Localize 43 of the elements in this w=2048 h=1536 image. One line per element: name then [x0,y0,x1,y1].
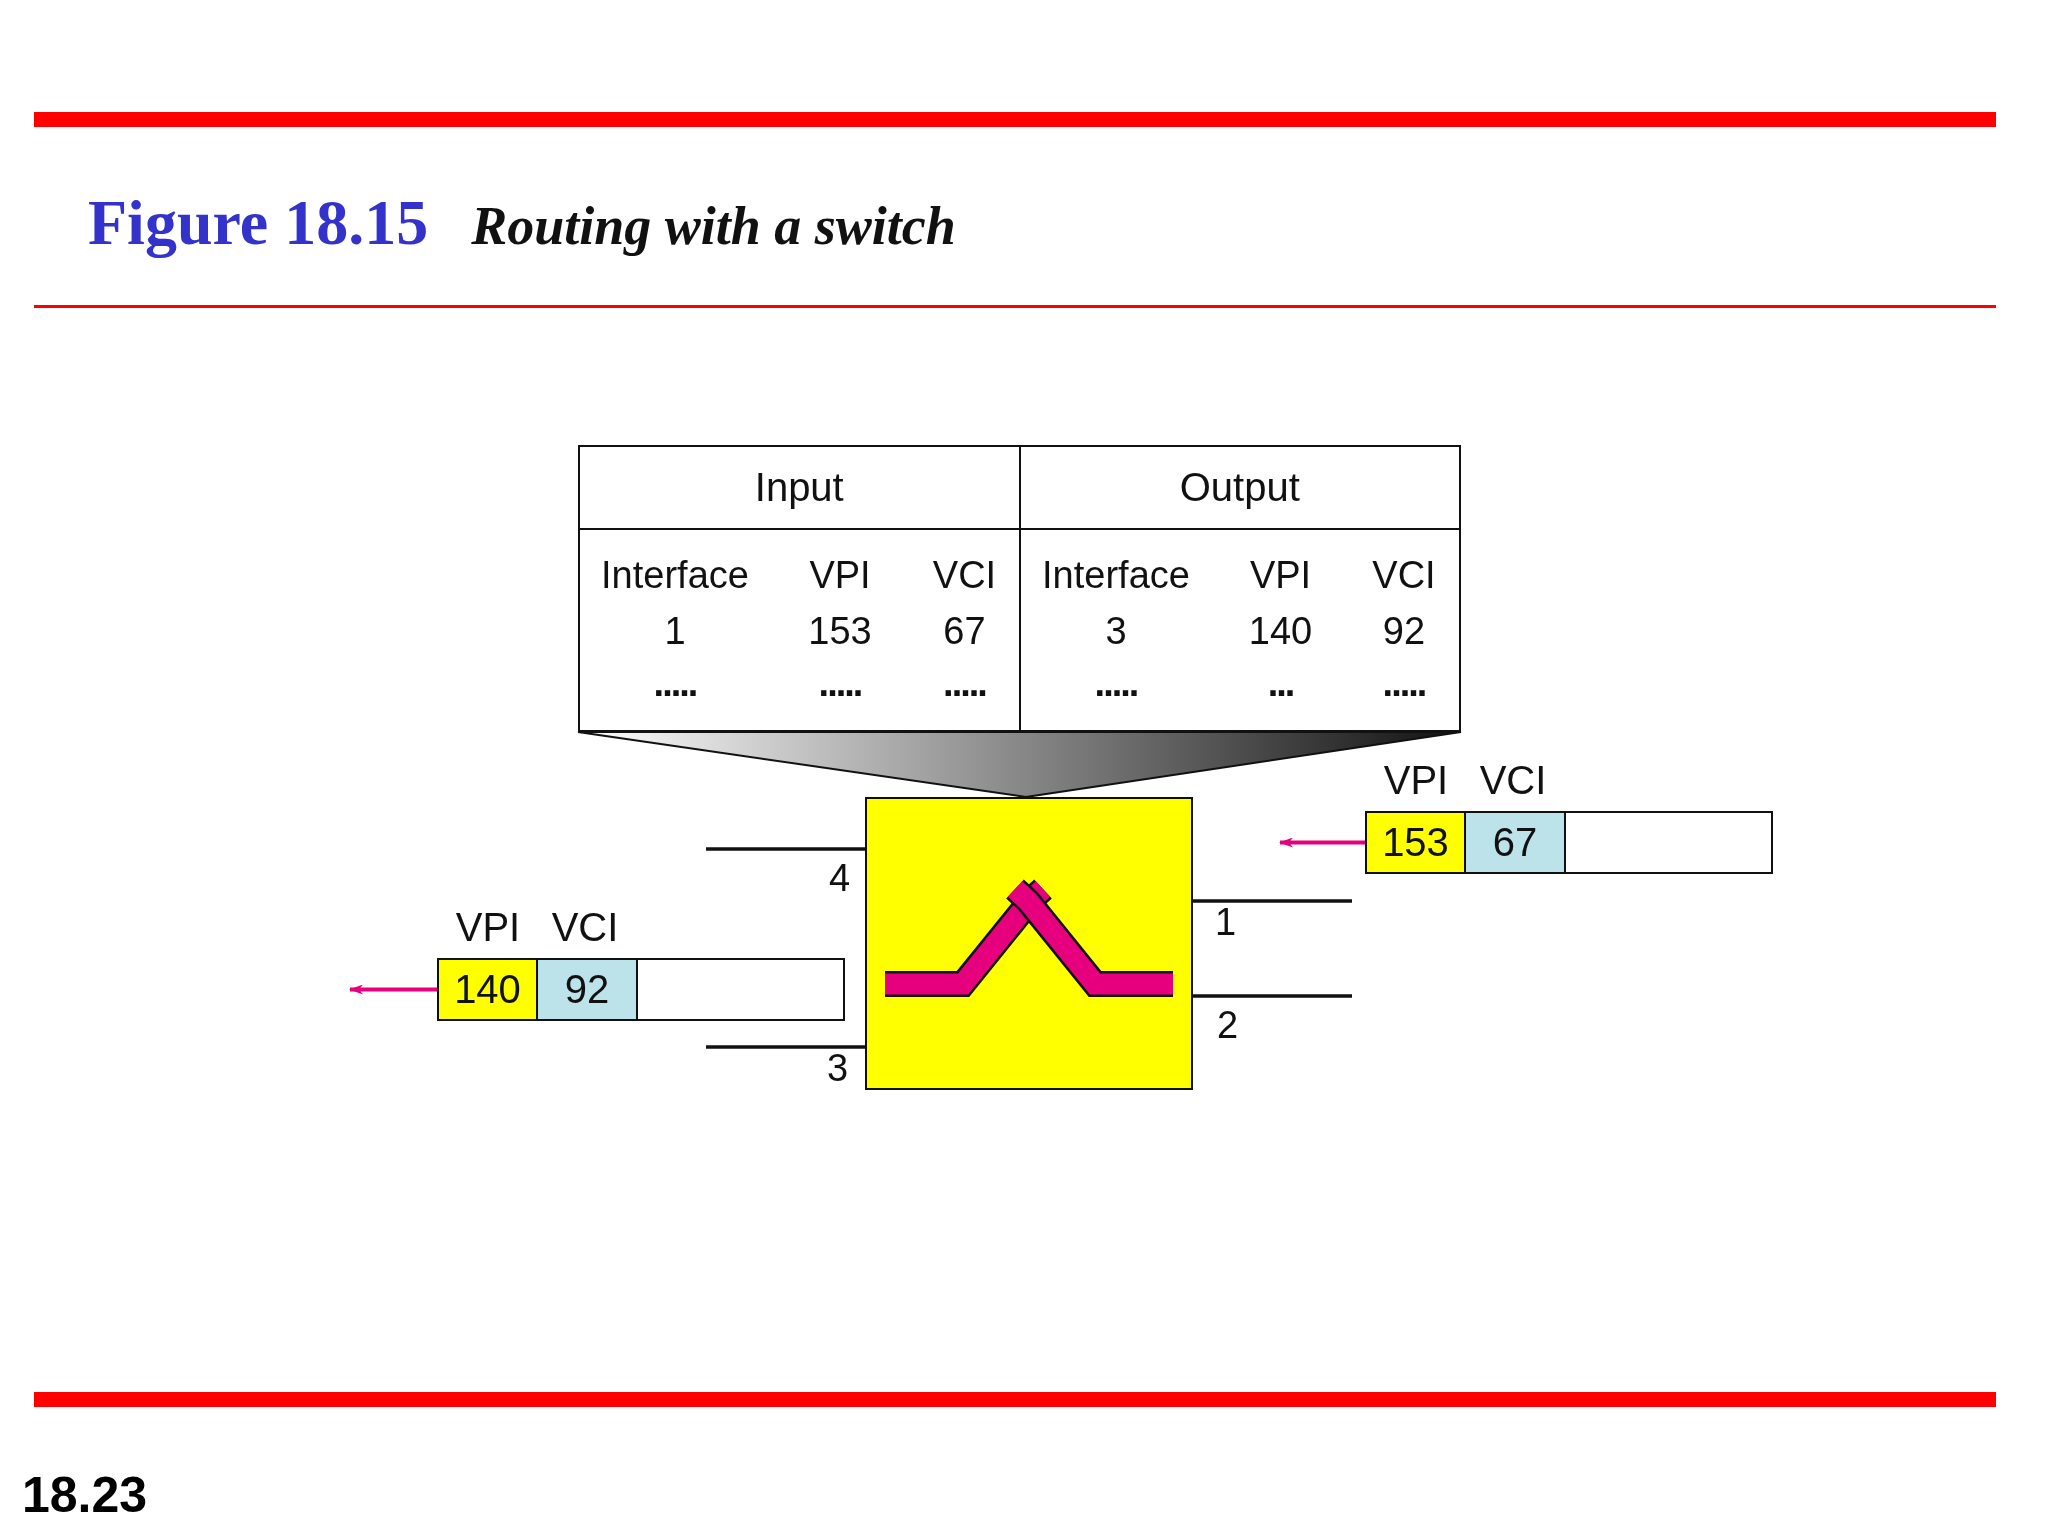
port-line [1193,994,1352,998]
table-cell-text: VCI [1371,553,1437,598]
atm-cell [1365,811,1773,874]
switch-box [865,797,1193,1090]
table-cell-text: 92 [1381,609,1427,654]
table-cell-text: 3 [1104,609,1128,654]
table-cell: 67 [910,598,1021,664]
table-cell-text: VPI [1248,553,1313,598]
table-cell-text: ..... [652,664,698,702]
port-line [706,1045,865,1049]
field-label: VCI [1479,758,1547,803]
table-cell: ..... [910,664,1021,702]
cell-field: 92 [538,960,638,1019]
cell-field: 153 [1367,813,1466,872]
table-cell-text: 153 [807,609,873,654]
table-cell-text: 1 [663,609,687,654]
table-cell-text: VPI [808,553,872,598]
field-label: VCI [551,905,619,950]
field-label: VPI [1383,758,1449,803]
port-line [1193,899,1352,903]
arrow [349,984,437,995]
arrow [1279,837,1365,848]
table-cell: VCI [910,530,1021,598]
table-cell-text: ..... [1093,664,1139,702]
port-number: 2 [1217,1004,1239,1047]
port-line [706,847,865,851]
cell-field: 140 [439,960,538,1019]
table-cell-text: 140 [1247,609,1314,654]
atm-cell [437,958,845,1021]
table-cell-text: Interface [1041,553,1191,598]
field-label: VPI [455,905,521,950]
table-cell-text: ..... [817,664,863,702]
table-cell-text: Interface [600,553,750,598]
figure-title: Figure 18.15 Routing with a switch [88,186,956,260]
page-number: 18.23 [22,1466,148,1524]
table-cell-text: ..... [1381,664,1427,702]
port-number: 4 [829,857,851,900]
cell-field: 67 [1466,813,1566,872]
port-number: 1 [1215,901,1237,944]
table-cell-text: ... [1266,664,1295,702]
port-number: 3 [827,1047,849,1090]
table-header: Input [580,447,1021,528]
table-header: Output [1178,464,1301,511]
